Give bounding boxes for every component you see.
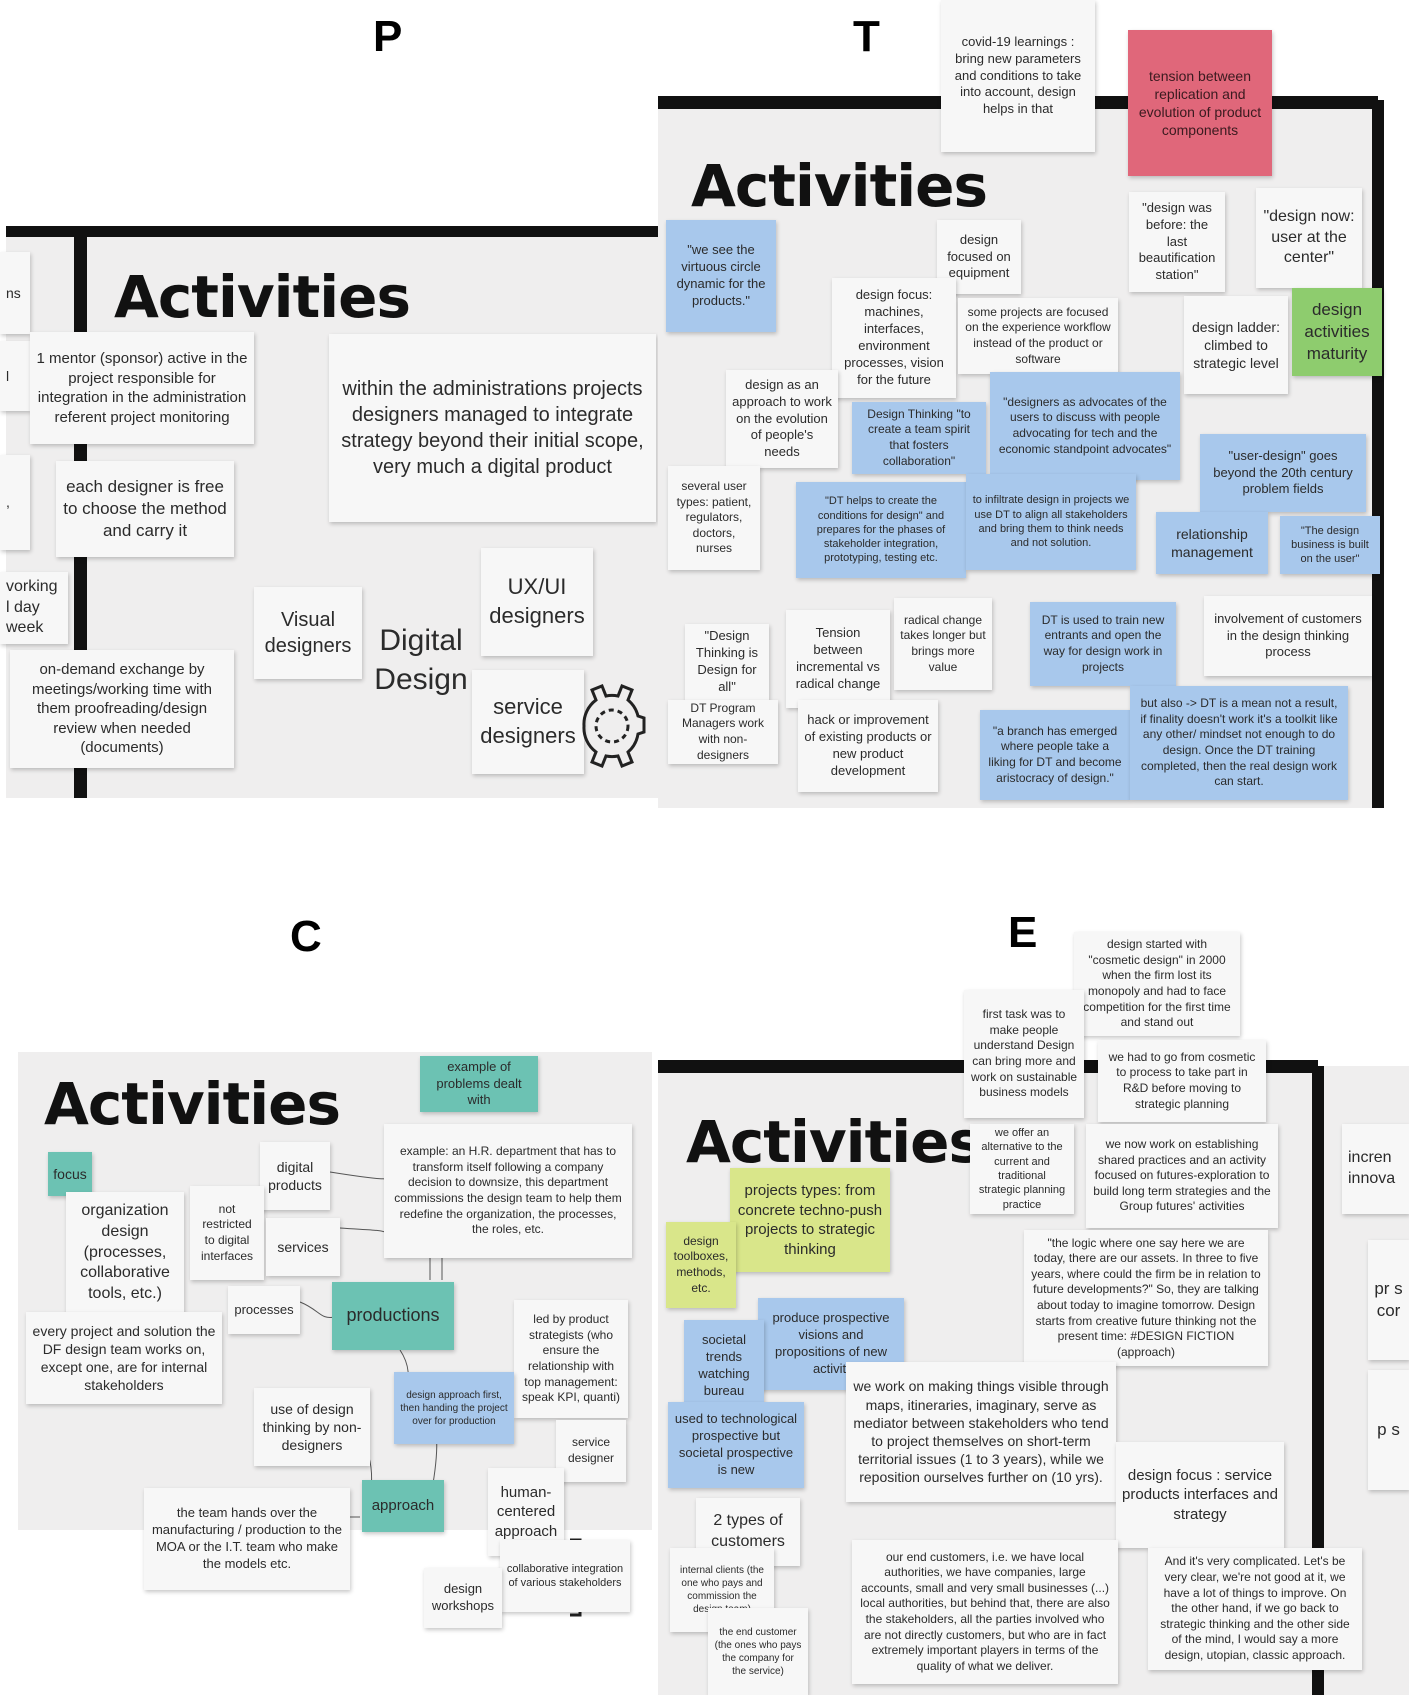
sticky-note: each designer is free to choose the meth…	[56, 461, 234, 557]
sticky-note: "we see the virtuous circle dynamic for …	[666, 220, 776, 332]
sticky-note: organization design (processes, collabor…	[66, 1192, 184, 1314]
sticky-note: tension between replication and evolutio…	[1128, 30, 1272, 176]
sticky-note: p s	[1368, 1370, 1409, 1490]
sticky-note: design workshops	[424, 1568, 502, 1628]
sticky-note: design activities maturity	[1292, 288, 1382, 376]
sticky-note: to infiltrate design in projects we use …	[966, 474, 1136, 570]
sticky-note: radical change takes longer but brings m…	[894, 598, 992, 690]
sticky-note: design started with "cosmetic design" in…	[1074, 932, 1240, 1036]
sticky-note: involvement of customers in the design t…	[1204, 596, 1372, 676]
sticky-note: l	[0, 341, 30, 411]
sticky-note: some projects are focused on the experie…	[958, 298, 1118, 374]
frame-border-right	[1372, 100, 1384, 808]
sticky-note: the team hands over the manufacturing / …	[144, 1488, 350, 1590]
sticky-note: 1 mentor (sponsor) active in the project…	[30, 332, 254, 444]
sticky-note: "a branch has emerged where people take …	[980, 710, 1130, 800]
panel-letter: C	[290, 912, 322, 961]
sticky-note: our end customers, i.e. we have local au…	[852, 1540, 1118, 1684]
sticky-note: we work on making things visible through…	[846, 1362, 1116, 1502]
sticky-note: DT is used to train new entrants and ope…	[1030, 602, 1176, 686]
gear-icon	[582, 684, 646, 768]
sticky-note: not restricted to digital interfaces	[190, 1186, 264, 1280]
sticky-note: but also -> DT is a mean not a result, i…	[1130, 686, 1348, 800]
sticky-note: used to technological prospective but so…	[668, 1402, 804, 1488]
digital-design-label: Digital Design	[374, 624, 468, 696]
sticky-note: we now work on establishing shared pract…	[1086, 1124, 1278, 1228]
board-title: Activities	[114, 263, 411, 331]
board-title: Activities	[686, 1108, 983, 1176]
sticky-note: projects types: from concrete techno-pus…	[730, 1168, 890, 1272]
sticky-note: first task was to make people understand…	[964, 990, 1084, 1118]
panel-e: E Activities design started with "cosmet…	[656, 880, 1409, 1695]
sticky-note: pr s cor	[1368, 1240, 1409, 1360]
sticky-note: covid-19 learnings : bring new parameter…	[941, 0, 1095, 152]
sticky-note: relationship management	[1156, 512, 1268, 574]
sticky-note: design approach first, then handing the …	[394, 1372, 514, 1444]
sticky-note: "The design business is built on the use…	[1280, 516, 1380, 574]
sticky-note: every project and solution the DF design…	[26, 1312, 222, 1404]
panel-p: P Activities ns l , 1 mentor (sponsor) a…	[0, 0, 660, 800]
sticky-note: DT Program Managers work with non-design…	[668, 700, 778, 764]
sticky-note: collaborative integration of various sta…	[500, 1540, 630, 1612]
sticky-note: productions	[332, 1282, 454, 1350]
panel-t: T Activities covid-19 learnings : bring …	[656, 0, 1409, 812]
panel-c: C Activities example of problems dealt w…	[0, 880, 660, 1695]
sticky-note: several user types: patient, regulators,…	[668, 466, 760, 570]
sticky-note: UX/UI designers	[481, 548, 593, 656]
sticky-note: "DT helps to create the conditions for d…	[796, 482, 966, 578]
panel-letter: E	[1008, 908, 1038, 957]
sticky-note: ,	[0, 455, 30, 550]
sticky-note: ns	[0, 252, 30, 334]
sticky-note: design focus : service products interfac…	[1116, 1442, 1284, 1548]
sticky-note: vorking l day week	[0, 572, 68, 644]
sticky-note: service designers	[472, 670, 584, 774]
sticky-note: digital products	[260, 1142, 330, 1210]
sticky-note: Tension between incremental vs radical c…	[786, 610, 890, 708]
board-title: Activities	[691, 152, 988, 220]
sticky-note: processes	[228, 1286, 300, 1334]
sticky-note: services	[266, 1218, 340, 1276]
sticky-note: we had to go from cosmetic to process to…	[1098, 1040, 1266, 1122]
sticky-note: within the administrations projects desi…	[329, 334, 656, 522]
sticky-note: design ladder: climbed to strategic leve…	[1184, 296, 1288, 394]
sticky-note: And it's very complicated. Let's be very…	[1148, 1548, 1362, 1670]
frame-border-top	[6, 226, 660, 237]
sticky-note: example of problems dealt with	[420, 1056, 538, 1112]
sticky-note: hack or improvement of existing products…	[798, 700, 938, 792]
sticky-note: the end customer (the ones who pays the …	[708, 1608, 808, 1695]
sticky-note: "user-design" goes beyond the 20th centu…	[1200, 434, 1366, 512]
board-title: Activities	[44, 1070, 341, 1138]
sticky-note: design focus: machines, interfaces, envi…	[832, 278, 956, 398]
sticky-note: "the logic where one say here we are tod…	[1024, 1230, 1268, 1366]
sticky-note: "designers as advocates of the users to …	[990, 372, 1180, 480]
sticky-note: on-demand exchange by meetings/working t…	[10, 650, 234, 768]
panel-letter: P	[373, 12, 403, 61]
sticky-note: incren innova	[1342, 1124, 1409, 1214]
sticky-note: "Design Thinking is Design for all"	[685, 624, 769, 700]
sticky-note: "design now: user at the center"	[1256, 188, 1362, 288]
sticky-note: we offer an alternative to the current a…	[970, 1124, 1074, 1214]
sticky-note: "design was before: the last beautificat…	[1129, 192, 1225, 292]
sticky-note: design as an approach to work on the evo…	[726, 370, 838, 468]
sticky-note: focus	[48, 1152, 92, 1196]
sticky-note: Visual designers	[254, 587, 362, 679]
sticky-note: design toolboxes, methods, etc.	[666, 1222, 736, 1308]
sticky-note: example: an H.R. department that has to …	[384, 1124, 632, 1258]
sticky-note: Design Thinking "to create a team spirit…	[852, 402, 986, 474]
sticky-note: led by product strategists (who ensure t…	[514, 1300, 628, 1418]
sticky-note: service designer	[556, 1420, 626, 1482]
sticky-note: approach	[362, 1480, 444, 1532]
sticky-note: use of design thinking by non-designers	[254, 1388, 370, 1466]
panel-letter: T	[853, 12, 880, 61]
sticky-note: societal trends watching bureau	[684, 1320, 764, 1412]
frame-border-right	[1312, 1066, 1324, 1695]
